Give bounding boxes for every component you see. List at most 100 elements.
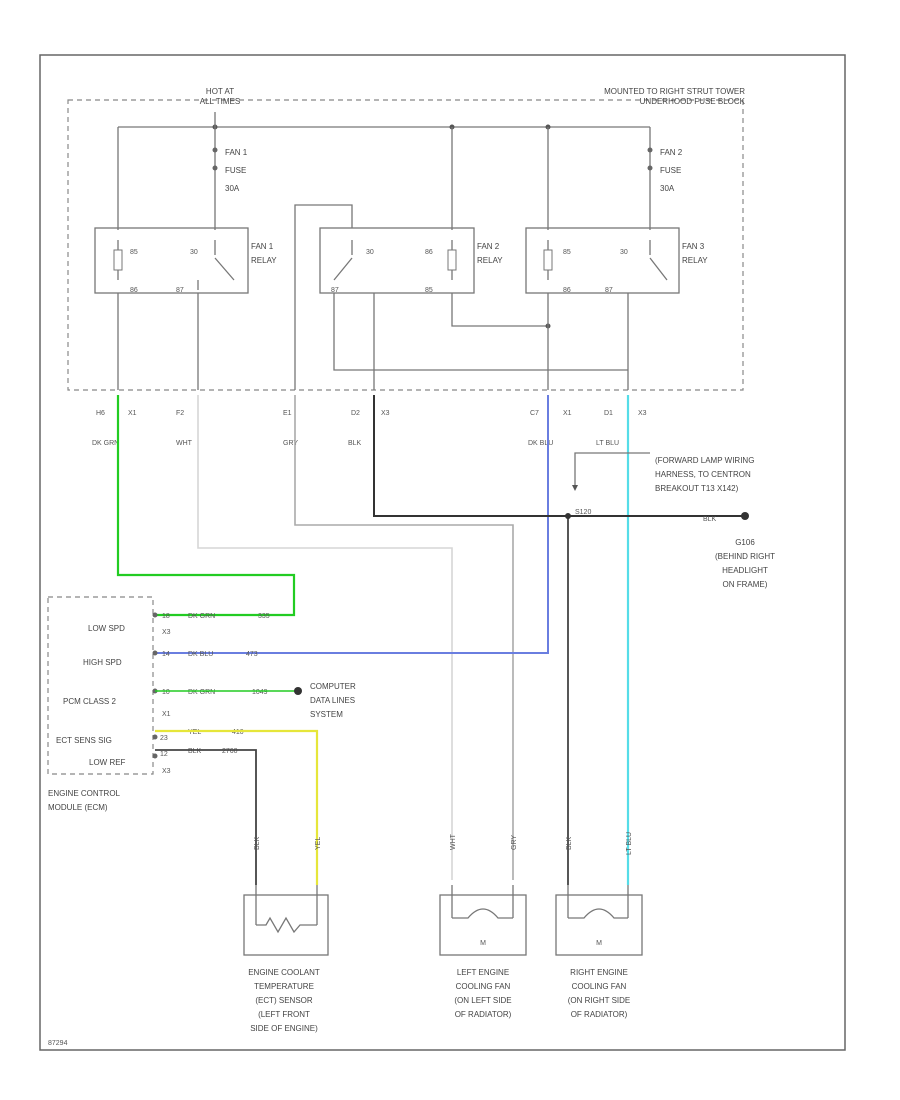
svg-text:X3: X3 — [162, 768, 171, 775]
forward-lamp-note: (FORWARD LAMP WIRING HARNESS, TO CENTRON… — [655, 456, 754, 493]
svg-text:85: 85 — [130, 249, 138, 256]
svg-text:DK GRN: DK GRN — [188, 613, 215, 620]
hot-at-label: HOT AT — [206, 87, 234, 96]
svg-text:87: 87 — [331, 287, 339, 294]
svg-text:30: 30 — [366, 249, 374, 256]
svg-text:87: 87 — [605, 287, 613, 294]
svg-text:OF RADIATOR): OF RADIATOR) — [455, 1010, 512, 1019]
svg-text:X3: X3 — [162, 629, 171, 636]
svg-text:DK BLU: DK BLU — [188, 651, 213, 658]
fan-2-relay: 87 30 86 85 FAN 2 RELAY — [319, 227, 503, 294]
blk-wire — [373, 395, 742, 517]
left-fan-motor-symbol: M — [480, 940, 486, 947]
fuse-block-internal-wiring — [117, 204, 629, 390]
svg-text:COMPUTER: COMPUTER — [310, 682, 356, 691]
svg-text:YEL: YEL — [188, 729, 201, 736]
svg-text:D2: D2 — [351, 410, 360, 417]
svg-text:BLK: BLK — [254, 836, 261, 850]
svg-text:30A: 30A — [225, 184, 240, 193]
blk-ect-wire — [155, 749, 257, 885]
svg-text:C7: C7 — [530, 410, 539, 417]
splice-dot — [565, 513, 571, 519]
svg-text:ON FRAME): ON FRAME) — [723, 580, 768, 589]
svg-text:LT BLU: LT BLU — [626, 832, 633, 855]
wire-color-labels: DK GRN WHT GRY BLK DK BLU LT BLU — [92, 440, 619, 447]
left-fan-label: LEFT ENGINE COOLING FAN (ON LEFT SIDE OF… — [454, 968, 511, 1019]
svg-text:FUSE: FUSE — [225, 166, 246, 175]
svg-text:X1: X1 — [128, 410, 137, 417]
all-times-label: ALL TIMES — [200, 97, 240, 106]
svg-text:X1: X1 — [563, 410, 572, 417]
dk-grn-wire — [116, 395, 296, 617]
wht-wire — [197, 395, 453, 880]
ecm-label-line1: ENGINE CONTROL — [48, 789, 121, 798]
svg-text:OF RADIATOR): OF RADIATOR) — [571, 1010, 628, 1019]
svg-text:(ECT) SENSOR: (ECT) SENSOR — [255, 996, 313, 1005]
svg-text:F2: F2 — [176, 410, 184, 417]
svg-text:(FORWARD LAMP WIRING: (FORWARD LAMP WIRING — [655, 456, 754, 465]
underhood-label: UNDERHOOD FUSE BLOCK — [640, 97, 746, 106]
svg-text:85: 85 — [425, 287, 433, 294]
ground-wire-label: BLK — [703, 516, 717, 523]
svg-text:H6: H6 — [96, 410, 105, 417]
svg-text:86: 86 — [130, 287, 138, 294]
svg-text:(BEHIND RIGHT: (BEHIND RIGHT — [715, 552, 775, 561]
svg-text:(LEFT FRONT: (LEFT FRONT — [258, 1010, 310, 1019]
ground-g106-dot — [741, 512, 749, 520]
figure-code: 87294 — [48, 1040, 68, 1047]
svg-text:86: 86 — [563, 287, 571, 294]
svg-text:X3: X3 — [638, 410, 647, 417]
svg-text:HARNESS, TO CENTRON: HARNESS, TO CENTRON — [655, 470, 751, 479]
svg-text:WHT: WHT — [450, 833, 457, 850]
fan-2-fuse: FAN 2 FUSE 30A — [647, 147, 683, 193]
computer-data-arrow — [294, 687, 302, 695]
svg-text:2760: 2760 — [222, 748, 238, 755]
outer-frame — [39, 54, 846, 1051]
forward-lamp-leader — [574, 452, 650, 485]
svg-text:RELAY: RELAY — [477, 256, 503, 265]
svg-text:30: 30 — [190, 249, 198, 256]
svg-text:TEMPERATURE: TEMPERATURE — [254, 982, 314, 991]
svg-text:410: 410 — [232, 729, 244, 736]
svg-text:87: 87 — [176, 287, 184, 294]
svg-text:12: 12 — [160, 751, 168, 758]
svg-text:FAN 1: FAN 1 — [225, 148, 248, 157]
svg-text:FAN 2: FAN 2 — [660, 148, 683, 157]
svg-text:DK GRN: DK GRN — [92, 440, 119, 447]
svg-text:DATA LINES: DATA LINES — [310, 696, 355, 705]
ect-sensor-label: ENGINE COOLANT TEMPERATURE (ECT) SENSOR … — [248, 968, 320, 1033]
svg-text:WHT: WHT — [176, 440, 193, 447]
svg-text:30A: 30A — [660, 184, 675, 193]
ground-g106-label: G106 (BEHIND RIGHT HEADLIGHT ON FRAME) — [715, 538, 775, 589]
svg-text:HIGH SPD: HIGH SPD — [83, 658, 122, 667]
fan-3-relay: 85 30 86 87 FAN 3 RELAY — [525, 227, 708, 294]
svg-text:GRY: GRY — [283, 440, 298, 447]
svg-text:PCM CLASS 2: PCM CLASS 2 — [63, 697, 116, 706]
computer-data-lines-label: COMPUTER DATA LINES SYSTEM — [310, 682, 356, 719]
svg-text:1049: 1049 — [252, 689, 268, 696]
left-cooling-fan: M — [439, 885, 527, 956]
svg-text:SYSTEM: SYSTEM — [310, 710, 343, 719]
connector-labels: H6 X1 F2 E1 D2 X3 C7 X1 D1 X3 — [96, 410, 647, 417]
yel-wire — [155, 729, 319, 885]
svg-text:(ON RIGHT SIDE: (ON RIGHT SIDE — [568, 996, 631, 1005]
svg-text:30: 30 — [620, 249, 628, 256]
right-cooling-fan: M — [555, 885, 643, 956]
svg-text:DK BLU: DK BLU — [528, 440, 553, 447]
svg-text:LT BLU: LT BLU — [596, 440, 619, 447]
ect-sensor — [243, 885, 329, 956]
svg-text:ECT SENS SIG: ECT SENS SIG — [56, 736, 112, 745]
svg-text:X1: X1 — [162, 711, 171, 718]
svg-text:DK GRN: DK GRN — [188, 689, 215, 696]
svg-text:X3: X3 — [381, 410, 390, 417]
svg-text:14: 14 — [162, 651, 170, 658]
svg-text:FAN 3: FAN 3 — [682, 242, 705, 251]
svg-text:BLK: BLK — [188, 748, 202, 755]
svg-text:RIGHT ENGINE: RIGHT ENGINE — [570, 968, 628, 977]
splice-label: S120 — [575, 509, 591, 516]
ecm-pin-labels: LOW SPD HIGH SPD PCM CLASS 2 ECT SENS SI… — [56, 624, 126, 767]
svg-text:473: 473 — [246, 651, 258, 658]
mounted-label: MOUNTED TO RIGHT STRUT TOWER — [604, 87, 745, 96]
svg-text:18: 18 — [162, 613, 170, 620]
